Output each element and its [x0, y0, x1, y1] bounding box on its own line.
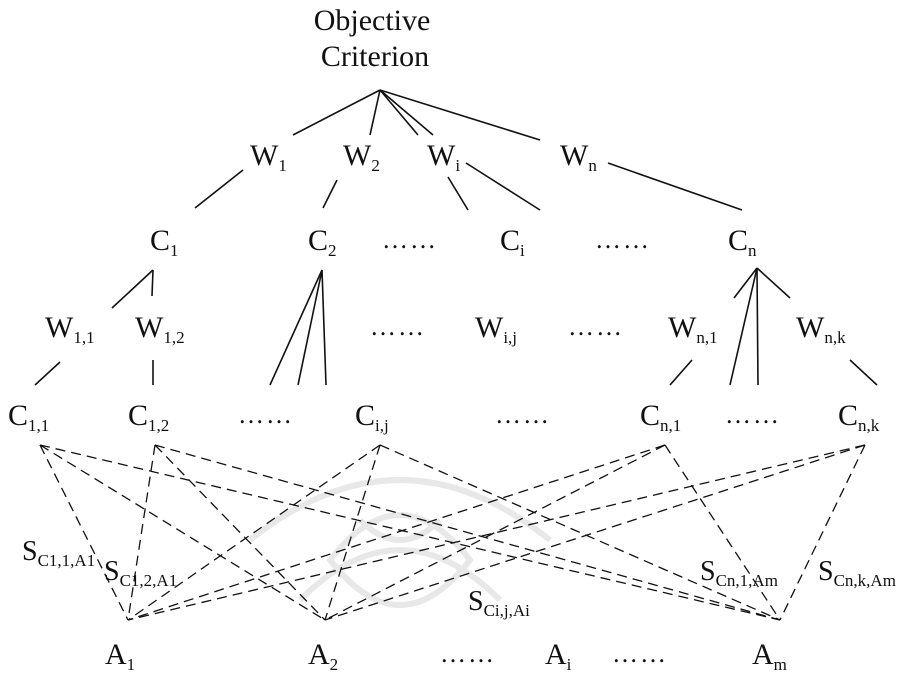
score-c12-a1: SC1,2,A1 [104, 556, 177, 590]
root-line-2: Criterion [321, 40, 429, 73]
subcriterion-1-2: C1,2 [128, 399, 169, 435]
alternative-m: Am [752, 638, 787, 673]
criterion-i: Ci [500, 224, 525, 260]
subweight-n-k: Wn,k [796, 311, 846, 347]
dashed-edges [39, 444, 866, 621]
subweight-1-2: W1,2 [135, 311, 185, 347]
root-line-1: Objective [314, 4, 431, 37]
criteria-row: C1 C2 …… Ci …… Cn [150, 224, 757, 260]
criteria-ellipsis-2: …… [595, 225, 651, 254]
weight-n: Wn [560, 139, 597, 175]
alternatives-ellipsis-1: …… [440, 639, 496, 668]
subcriteria-ellipsis-2: …… [495, 400, 551, 429]
subweights-ellipsis-2: …… [568, 312, 624, 341]
alternative-2: A2 [308, 638, 338, 673]
watermark [248, 477, 552, 608]
subcriterion-n-k: Cn,k [838, 399, 880, 435]
scores-row: SC1,1,A1 SC1,2,A1 SCi,j,Ai SCn,1,Am SCn,… [22, 536, 896, 620]
solid-edges [34, 89, 878, 386]
alternatives-ellipsis-2: …… [612, 639, 668, 668]
score-cnk-am: SCn,k,Am [818, 556, 896, 590]
subweights-row: W1,1 W1,2 …… Wi,j …… Wn,1 Wn,k [45, 311, 846, 347]
subweight-1-1: W1,1 [45, 311, 95, 347]
alternatives-row: A1 A2 …… Ai …… Am [105, 638, 787, 673]
criterion-n: Cn [728, 224, 757, 260]
subcriterion-1-1: C1,1 [8, 399, 49, 435]
score-cij-ai: SCi,j,Ai [468, 586, 530, 620]
alternative-i: Ai [545, 638, 572, 673]
subcriteria-row: C1,1 C1,2 …… Ci,j …… Cn,1 …… Cn,k [8, 399, 880, 435]
subweights-ellipsis-1: …… [370, 312, 426, 341]
subcriterion-i-j: Ci,j [355, 399, 389, 435]
weights-row: W1 W2 Wi Wn [250, 139, 597, 175]
subcriterion-n-1: Cn,1 [640, 399, 681, 435]
subcriteria-ellipsis-3: …… [725, 400, 781, 429]
score-c11-a1: SC1,1,A1 [22, 536, 95, 570]
subcriteria-ellipsis-1: …… [238, 400, 294, 429]
criteria-ellipsis-1: …… [382, 225, 438, 254]
weight-i: Wi [427, 139, 460, 175]
alternative-1: A1 [105, 638, 135, 673]
weight-2: W2 [343, 139, 380, 175]
criterion-1: C1 [150, 224, 179, 260]
subweight-i-j: Wi,j [475, 311, 517, 347]
score-cn1-am: SCn,1,Am [700, 556, 778, 590]
subweight-n-1: Wn,1 [668, 311, 718, 347]
root-node: Objective Criterion [314, 4, 431, 73]
criterion-2: C2 [308, 224, 337, 260]
weight-1: W1 [250, 139, 287, 175]
